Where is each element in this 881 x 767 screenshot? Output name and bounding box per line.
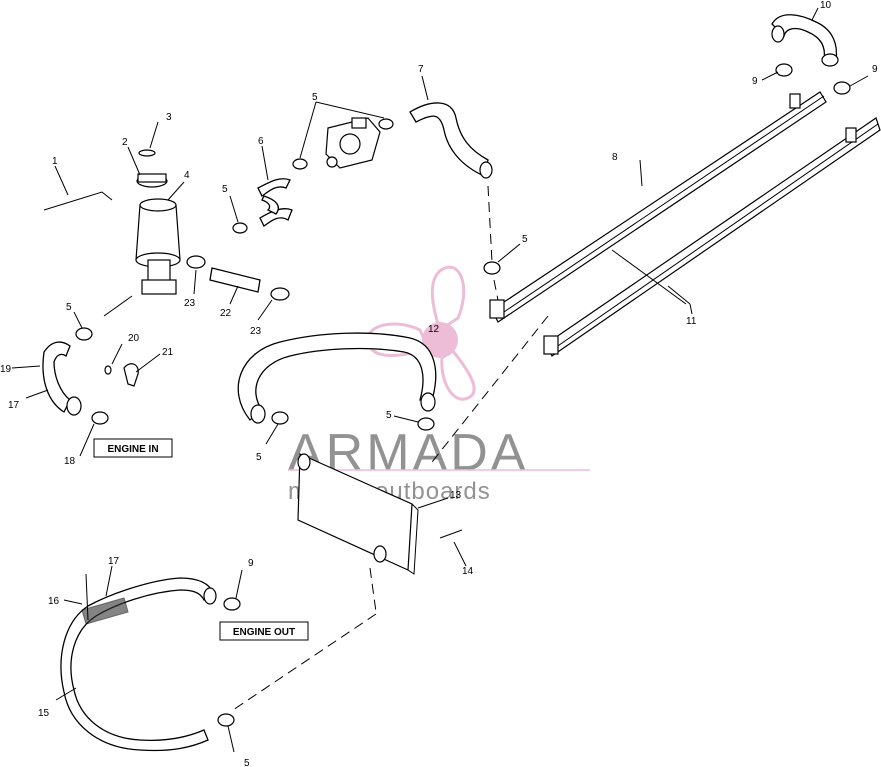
callout-21: 21 bbox=[162, 347, 174, 358]
callout-14: 14 bbox=[462, 566, 474, 577]
callout-5-top: 5 bbox=[312, 92, 318, 103]
callout-17-engine-in: 17 bbox=[8, 400, 20, 411]
engine-in-hose-part bbox=[11, 341, 161, 457]
callout-10: 10 bbox=[820, 0, 832, 11]
callout-19: 19 bbox=[0, 364, 12, 375]
callout-16: 16 bbox=[48, 596, 60, 607]
callout-5-bottom: 5 bbox=[244, 758, 250, 767]
callout-9-right: 9 bbox=[872, 64, 878, 75]
clamps-part-5 bbox=[73, 101, 521, 753]
callout-4: 4 bbox=[184, 170, 190, 181]
expansion-tank-part bbox=[127, 121, 185, 295]
engine-in-label: ENGINE IN bbox=[107, 444, 158, 455]
callout-5-hose12: 5 bbox=[256, 452, 262, 463]
tube-22-part bbox=[103, 255, 290, 321]
keel-cooler-rails-part bbox=[489, 7, 881, 357]
thermostat-housing-part bbox=[325, 117, 381, 169]
callout-15: 15 bbox=[38, 708, 50, 719]
callout-9-left: 9 bbox=[752, 76, 758, 87]
callout-11: 11 bbox=[686, 316, 697, 327]
callout-9-engine-out: 9 bbox=[248, 558, 254, 569]
callout-2: 2 bbox=[122, 137, 128, 148]
hose-6-part bbox=[257, 145, 293, 227]
engine-in-tag: ENGINE IN bbox=[93, 438, 173, 458]
callout-5-engine-in: 5 bbox=[66, 302, 72, 313]
heat-exchanger-plate-part bbox=[297, 453, 449, 575]
callout-17-engine-out: 17 bbox=[108, 556, 120, 567]
engine-out-hose-part bbox=[55, 565, 243, 752]
engine-out-label: ENGINE OUT bbox=[233, 627, 295, 638]
propeller-logo-icon bbox=[366, 265, 476, 401]
callout-1: 1 bbox=[52, 156, 58, 167]
callout-5-rail: 5 bbox=[522, 234, 528, 245]
callout-6: 6 bbox=[258, 136, 264, 147]
callout-12: 12 bbox=[428, 324, 440, 335]
callout-22: 22 bbox=[220, 308, 232, 319]
callout-3: 3 bbox=[166, 112, 172, 123]
hose-7-part bbox=[409, 75, 493, 179]
hose-12-part bbox=[237, 332, 437, 424]
callout-23-right: 23 bbox=[250, 326, 262, 337]
propeller-hub-icon bbox=[422, 322, 458, 358]
callout-5-plate: 5 bbox=[386, 410, 392, 421]
routing-dash-lines bbox=[229, 185, 549, 713]
callout-8: 8 bbox=[612, 152, 618, 163]
callout-18: 18 bbox=[64, 456, 76, 467]
callout-5-left: 5 bbox=[222, 184, 228, 195]
callout-7: 7 bbox=[418, 64, 424, 75]
hex-key-part bbox=[43, 165, 113, 211]
engine-out-tag: ENGINE OUT bbox=[219, 621, 309, 641]
callout-13: 13 bbox=[450, 490, 462, 501]
bolt-14-part bbox=[439, 529, 467, 567]
callout-20: 20 bbox=[128, 333, 140, 344]
callout-23-left: 23 bbox=[184, 298, 196, 309]
